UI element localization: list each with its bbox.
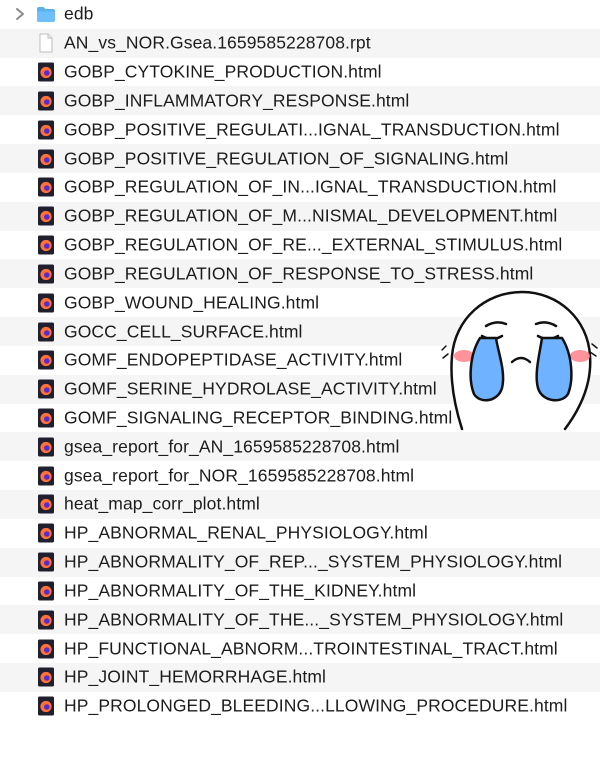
file-row-html[interactable]: GOBP_CYTOKINE_PRODUCTION.html <box>0 58 600 87</box>
file-list: edb AN_vs_NOR.Gsea.1659585228708.rpt GOB… <box>0 0 600 721</box>
file-name: heat_map_corr_plot.html <box>64 493 260 514</box>
file-row-folder-edb[interactable]: edb <box>0 0 600 29</box>
file-name: GOBP_REGULATION_OF_M...NISMAL_DEVELOPMEN… <box>64 205 558 226</box>
file-row-html[interactable]: GOBP_POSITIVE_REGULATION_OF_SIGNALING.ht… <box>0 144 600 173</box>
file-row-html[interactable]: HP_ABNORMALITY_OF_REP..._SYSTEM_PHYSIOLO… <box>0 547 600 577</box>
file-row-html[interactable]: HP_ABNORMALITY_OF_THE_KIDNEY.html <box>0 577 600 606</box>
file-row-html[interactable]: GOCC_CELL_SURFACE.html <box>0 317 600 346</box>
firefox-html-icon <box>38 523 54 543</box>
document-icon <box>39 33 53 53</box>
file-row-html[interactable]: GOBP_WOUND_HEALING.html <box>0 288 600 317</box>
firefox-html-icon <box>38 177 54 197</box>
file-row-html[interactable]: HP_PROLONGED_BLEEDING...LLOWING_PROCEDUR… <box>0 692 600 721</box>
file-name: HP_ABNORMALITY_OF_THE_KIDNEY.html <box>64 580 417 601</box>
file-name: HP_JOINT_HEMORRHAGE.html <box>64 666 327 687</box>
file-name: GOBP_CYTOKINE_PRODUCTION.html <box>64 61 382 82</box>
firefox-html-icon <box>38 408 54 428</box>
file-name: edb <box>64 3 94 24</box>
firefox-html-icon <box>38 667 54 687</box>
file-row-html[interactable]: GOBP_REGULATION_OF_RE..._EXTERNAL_STIMUL… <box>0 231 600 260</box>
firefox-html-icon <box>38 62 54 82</box>
file-name: GOBP_POSITIVE_REGULATION_OF_SIGNALING.ht… <box>64 148 509 169</box>
file-row-html[interactable]: GOBP_INFLAMMATORY_RESPONSE.html <box>0 86 600 116</box>
file-name: GOMF_SERINE_HYDROLASE_ACTIVITY.html <box>64 378 437 399</box>
firefox-html-icon <box>38 322 54 342</box>
file-row-document[interactable]: AN_vs_NOR.Gsea.1659585228708.rpt <box>0 28 600 58</box>
file-row-html[interactable]: GOBP_POSITIVE_REGULATI...IGNAL_TRANSDUCT… <box>0 115 600 144</box>
firefox-html-icon <box>38 552 54 572</box>
file-row-html[interactable]: GOBP_REGULATION_OF_IN...IGNAL_TRANSDUCTI… <box>0 173 600 202</box>
firefox-html-icon <box>38 379 54 399</box>
firefox-html-icon <box>38 610 54 630</box>
file-name: GOMF_SIGNALING_RECEPTOR_BINDING.html <box>64 407 453 428</box>
file-row-html[interactable]: GOMF_ENDOPEPTIDASE_ACTIVITY.html <box>0 346 600 375</box>
firefox-html-icon <box>38 581 54 601</box>
chevron-right-icon[interactable] <box>14 7 26 21</box>
file-name: HP_PROLONGED_BLEEDING...LLOWING_PROCEDUR… <box>64 695 568 716</box>
file-row-html[interactable]: GOMF_SERINE_HYDROLASE_ACTIVITY.html <box>0 374 600 404</box>
file-name: GOBP_INFLAMMATORY_RESPONSE.html <box>64 90 410 111</box>
firefox-html-icon <box>38 235 54 255</box>
file-row-html[interactable]: gsea_report_for_NOR_1659585228708.html <box>0 461 600 490</box>
file-name: GOBP_WOUND_HEALING.html <box>64 292 320 313</box>
file-name: GOBP_REGULATION_OF_RE..._EXTERNAL_STIMUL… <box>64 234 563 255</box>
file-row-html[interactable]: gsea_report_for_AN_1659585228708.html <box>0 432 600 462</box>
file-name: AN_vs_NOR.Gsea.1659585228708.rpt <box>64 32 371 53</box>
file-row-html[interactable]: GOBP_REGULATION_OF_RESPONSE_TO_STRESS.ht… <box>0 259 600 289</box>
firefox-html-icon <box>38 293 54 313</box>
firefox-html-icon <box>38 264 54 284</box>
file-row-html[interactable]: GOMF_SIGNALING_RECEPTOR_BINDING.html <box>0 404 600 433</box>
file-name: HP_FUNCTIONAL_ABNORM...TROINTESTINAL_TRA… <box>64 638 558 659</box>
file-name: GOCC_CELL_SURFACE.html <box>64 321 303 342</box>
file-name: GOMF_ENDOPEPTIDASE_ACTIVITY.html <box>64 349 403 370</box>
folder-icon <box>37 7 55 23</box>
file-name: GOBP_REGULATION_OF_RESPONSE_TO_STRESS.ht… <box>64 263 534 284</box>
firefox-html-icon <box>38 466 54 486</box>
file-row-html[interactable]: GOBP_REGULATION_OF_M...NISMAL_DEVELOPMEN… <box>0 201 600 231</box>
file-row-html[interactable]: HP_ABNORMAL_RENAL_PHYSIOLOGY.html <box>0 519 600 548</box>
file-name: GOBP_REGULATION_OF_IN...IGNAL_TRANSDUCTI… <box>64 176 557 197</box>
file-row-html[interactable]: HP_ABNORMALITY_OF_THE..._SYSTEM_PHYSIOLO… <box>0 605 600 635</box>
firefox-html-icon <box>38 206 54 226</box>
firefox-html-icon <box>38 91 54 111</box>
file-name: gsea_report_for_NOR_1659585228708.html <box>64 465 415 486</box>
file-row-html[interactable]: heat_map_corr_plot.html <box>0 490 600 519</box>
file-name: HP_ABNORMAL_RENAL_PHYSIOLOGY.html <box>64 522 428 543</box>
firefox-html-icon <box>38 696 54 716</box>
file-row-html[interactable]: HP_FUNCTIONAL_ABNORM...TROINTESTINAL_TRA… <box>0 634 600 663</box>
file-name: HP_ABNORMALITY_OF_REP..._SYSTEM_PHYSIOLO… <box>64 551 563 572</box>
firefox-html-icon <box>38 639 54 659</box>
firefox-html-icon <box>38 350 54 370</box>
file-row-html[interactable]: HP_JOINT_HEMORRHAGE.html <box>0 663 600 692</box>
firefox-html-icon <box>38 120 54 140</box>
firefox-html-icon <box>38 437 54 457</box>
firefox-html-icon <box>38 494 54 514</box>
firefox-html-icon <box>38 149 54 169</box>
file-name: gsea_report_for_AN_1659585228708.html <box>64 436 400 457</box>
file-name: HP_ABNORMALITY_OF_THE..._SYSTEM_PHYSIOLO… <box>64 609 564 630</box>
file-name: GOBP_POSITIVE_REGULATI...IGNAL_TRANSDUCT… <box>64 119 560 140</box>
